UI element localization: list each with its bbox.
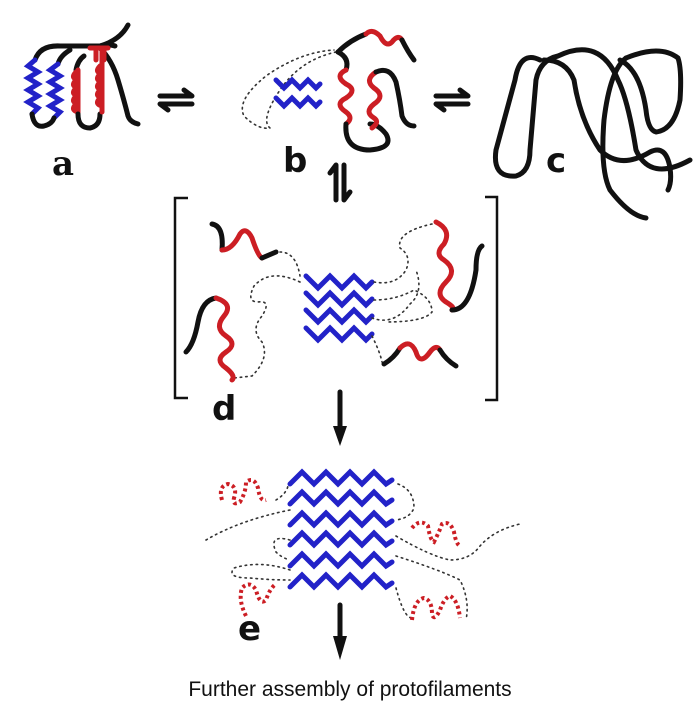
right-bracket — [485, 195, 499, 402]
label-c: c — [546, 141, 566, 181]
equilibrium-arrow-b-d — [327, 162, 353, 203]
equilibrium-arrow-a-b — [157, 87, 195, 113]
state-a-native-protein — [23, 22, 141, 131]
state-b-intermediate — [241, 28, 417, 153]
arrow-d-e — [333, 389, 347, 446]
label-b: b — [283, 141, 307, 181]
state-c-unfolded — [492, 47, 693, 221]
caption: Further assembly of protofilaments — [188, 678, 512, 701]
helix-2 — [87, 45, 111, 115]
state-e-protofilament — [205, 468, 521, 621]
equilibrium-arrow-b-c — [433, 87, 471, 113]
label-d: d — [212, 389, 236, 429]
arrow-e-caption — [333, 602, 347, 660]
label-a: a — [52, 144, 74, 184]
state-d-oligomer — [173, 195, 499, 402]
beta-sheet-core-d — [303, 272, 375, 344]
beta-sheet-core-e — [287, 468, 395, 591]
label-e: e — [238, 609, 261, 649]
left-bracket — [173, 196, 188, 400]
helix-1 — [70, 67, 81, 117]
